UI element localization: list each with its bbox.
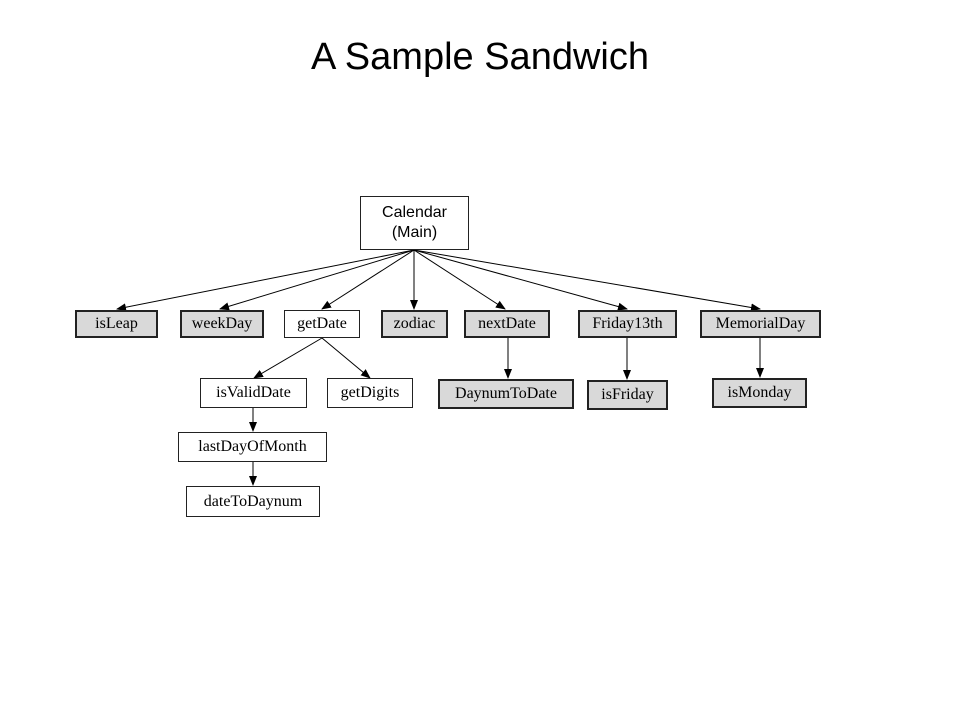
edge-calendar-friday13th <box>413 249 628 311</box>
node-getdate: getDate <box>284 310 360 338</box>
edge-getdate-isvaliddate <box>253 337 323 379</box>
slide-title: A Sample Sandwich <box>311 36 649 78</box>
node-memorialday: MemorialDay <box>700 310 821 338</box>
edge-calendar-isleap <box>116 249 415 312</box>
node-friday13th: Friday13th <box>578 310 677 338</box>
edge-calendar-weekday <box>219 249 415 311</box>
node-isleap: isLeap <box>75 310 158 338</box>
edge-getdate-getdigits <box>321 337 371 379</box>
node-getdigits: getDigits <box>327 378 413 408</box>
edge-calendar-nextdate <box>413 249 506 310</box>
node-daynumtodate: DaynumToDate <box>438 379 574 409</box>
node-datetodaynum: dateToDaynum <box>186 486 320 517</box>
node-nextdate: nextDate <box>464 310 550 338</box>
edge-calendar-getdate <box>321 249 415 310</box>
node-ismonday: isMonday <box>712 378 807 408</box>
node-lastdayofmonth: lastDayOfMonth <box>178 432 327 462</box>
node-calendar-main-line2: (Main) <box>391 224 438 241</box>
node-zodiac: zodiac <box>381 310 448 338</box>
node-calendar-main-line1: Calendar <box>382 204 447 221</box>
node-isvaliddate: isValidDate <box>200 378 307 408</box>
edge-calendar-memorialday <box>413 249 761 312</box>
node-isfriday: isFriday <box>587 380 668 410</box>
node-weekday: weekDay <box>180 310 264 338</box>
node-calendar-main: Calendar (Main) <box>360 196 469 250</box>
